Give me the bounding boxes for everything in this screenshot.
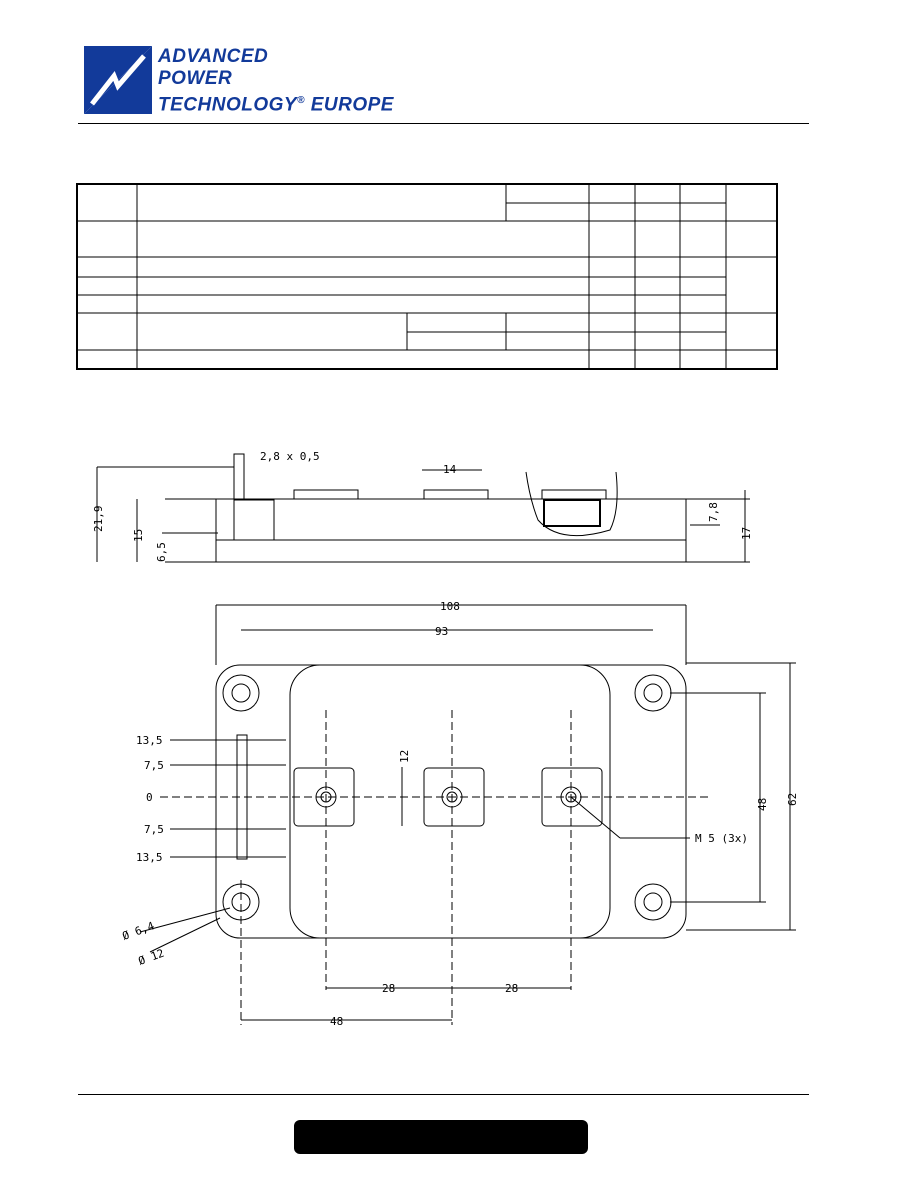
thread-callout: M 5 (3x) (695, 832, 748, 845)
company-logo: ADVANCED POWER TECHNOLOGY® EUROPE (84, 46, 454, 120)
company-name: ADVANCED POWER TECHNOLOGY® EUROPE (158, 46, 394, 116)
dim-width: 62 (786, 793, 799, 806)
top-view (139, 604, 796, 1025)
dim-terminal-width: 14 (443, 463, 457, 476)
spec-table (76, 183, 778, 370)
pin-position-5: 13,5 (136, 851, 163, 864)
registered-mark: ® (297, 95, 305, 106)
brand-line-2: POWER (158, 68, 233, 89)
dim-offset-48: 48 (330, 1015, 343, 1028)
dim-mount-width: 48 (756, 798, 769, 811)
dim-length: 108 (440, 600, 460, 613)
header-rule (78, 123, 809, 124)
side-view (96, 453, 750, 563)
dim-overall-height: 17 (740, 527, 753, 540)
brand-line-4: EUROPE (310, 94, 394, 116)
pin-position-1: 13,5 (136, 734, 163, 747)
footer-rule (78, 1094, 809, 1095)
dim-body-height: 15 (132, 529, 145, 542)
brand-line-1: ADVANCED (158, 46, 269, 67)
dim-total-height: 21,9 (92, 506, 105, 533)
lightning-logo-icon (84, 46, 152, 114)
dim-pin-size: 2,8 x 0,5 (260, 450, 320, 463)
pin-position-3: 0 (146, 791, 153, 804)
dim-mount-spacing: 93 (435, 625, 448, 638)
pin-position-2: 7,5 (144, 759, 164, 772)
hole-diameter: Ø 6,4 (121, 919, 157, 943)
dim-pin-offset: 6,5 (155, 542, 168, 562)
package-outline-drawing: 2,8 x 0,5 14 21,9 15 6,5 7,8 17 108 93 6… (92, 450, 799, 1028)
brand-line-3: TECHNOLOGY (158, 94, 298, 116)
pin-position-4: 7,5 (144, 823, 164, 836)
dim-nut-depth: 7,8 (707, 502, 720, 522)
dim-pitch-1: 28 (382, 982, 395, 995)
boss-diameter: Ø 12 (137, 947, 166, 968)
dim-pitch-2: 28 (505, 982, 518, 995)
footer-bar (294, 1120, 588, 1154)
dim-terminal-height: 12 (398, 750, 411, 763)
